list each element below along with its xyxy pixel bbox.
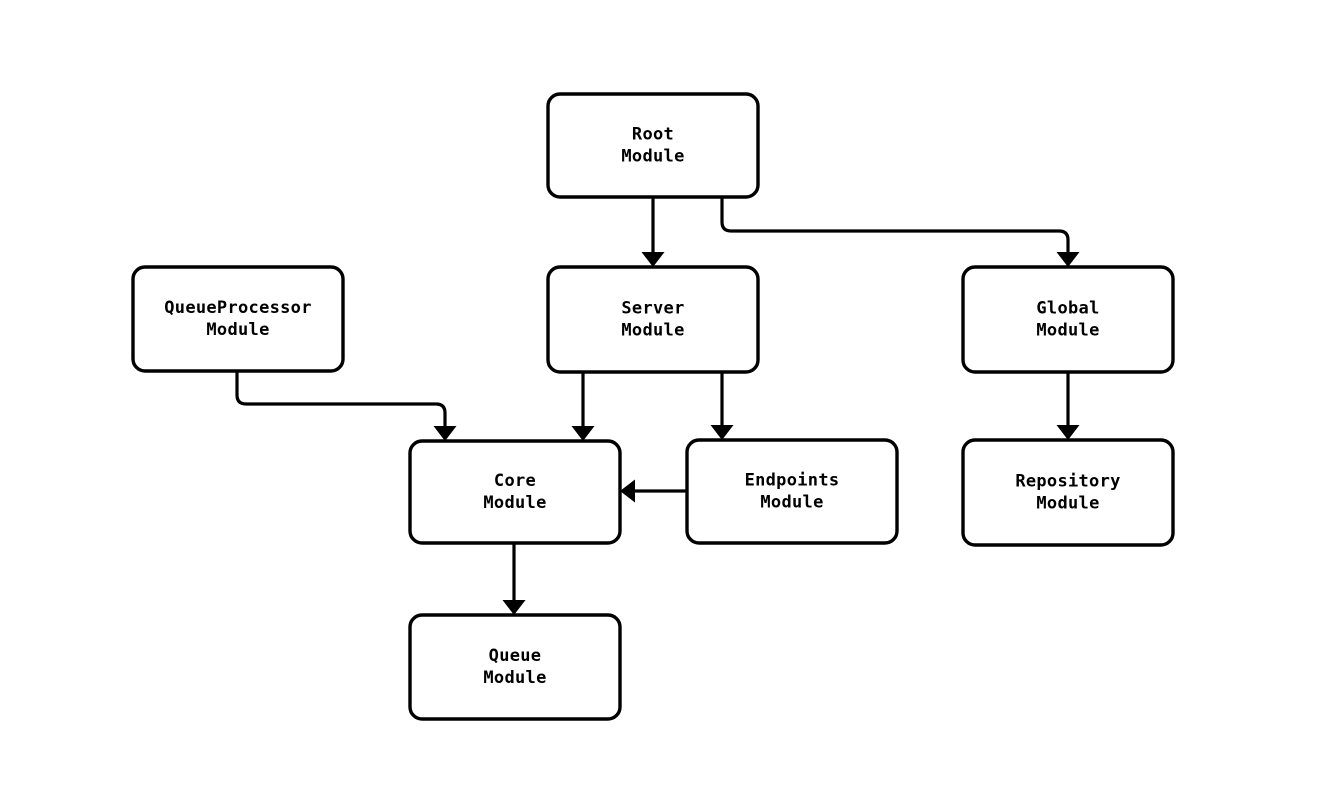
- edge-root-to-server: [641, 197, 665, 267]
- node-label-line1: Root: [632, 125, 674, 145]
- arrowhead-icon: [620, 479, 635, 503]
- edge-queueprocessor-to-core: [235, 371, 457, 441]
- node-label-line2: Module: [760, 493, 823, 513]
- arrowhead-icon: [433, 426, 457, 441]
- node-box[interactable]: [961, 265, 1175, 374]
- edges-layer: [235, 197, 1080, 615]
- node-label-line2: Module: [621, 147, 684, 167]
- edge-root-to-global: [720, 197, 1080, 267]
- node-label-line1: Endpoints: [745, 471, 840, 491]
- node-label-line1: QueueProcessor: [164, 298, 312, 318]
- arrowhead-icon: [1056, 425, 1080, 440]
- edge-server-to-core: [571, 372, 595, 441]
- arrowhead-icon: [641, 252, 665, 267]
- node-label-line1: Repository: [1015, 472, 1120, 492]
- node-label-line2: Module: [1036, 494, 1099, 514]
- node-label-line2: Module: [1036, 321, 1099, 341]
- edge-global-to-repository: [1056, 372, 1080, 440]
- node-label-line2: Module: [483, 668, 546, 688]
- node-box[interactable]: [408, 613, 622, 721]
- arrowhead-icon: [502, 600, 526, 615]
- node-box[interactable]: [546, 265, 760, 374]
- node-label-line1: Core: [494, 471, 536, 491]
- node-box[interactable]: [961, 438, 1175, 547]
- node-label-line2: Module: [483, 493, 546, 513]
- node-box[interactable]: [408, 439, 622, 545]
- node-box[interactable]: [131, 265, 345, 373]
- node-box[interactable]: [685, 438, 899, 545]
- node-box[interactable]: [546, 92, 760, 199]
- arrowhead-icon: [571, 426, 595, 441]
- edge-core-to-queue: [502, 543, 526, 615]
- node-label-line1: Server: [621, 299, 684, 319]
- edge-server-to-endpoints: [710, 372, 734, 440]
- edge-line: [720, 197, 1070, 253]
- edge-line: [235, 371, 447, 427]
- node-label-line2: Module: [206, 320, 269, 340]
- node-label-line1: Global: [1036, 299, 1099, 319]
- node-label-line1: Queue: [489, 646, 542, 666]
- arrowhead-icon: [710, 425, 734, 440]
- node-label-line2: Module: [621, 321, 684, 341]
- arrowhead-icon: [1056, 252, 1080, 267]
- edge-endpoints-to-core: [620, 479, 687, 503]
